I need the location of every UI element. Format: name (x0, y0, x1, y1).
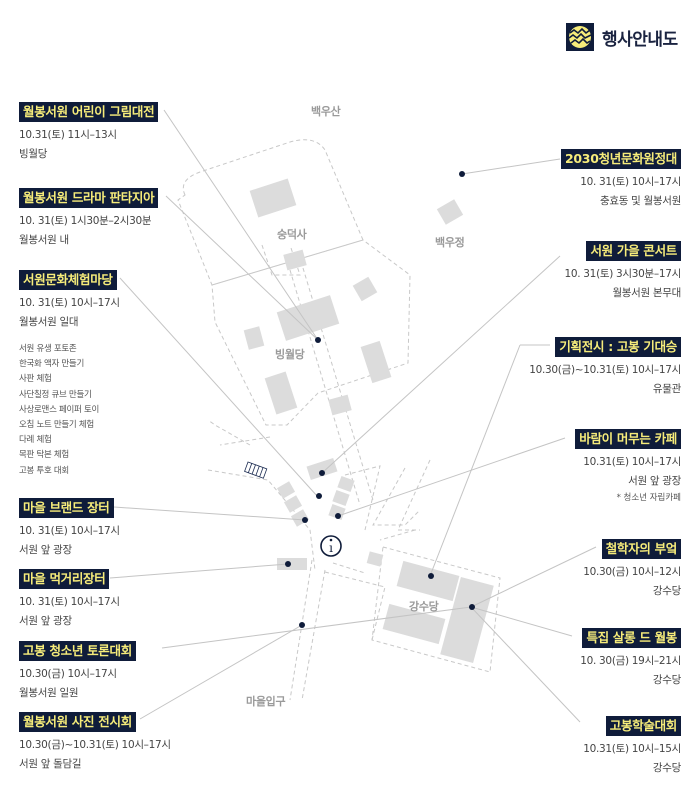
activity-item: 오침 노트 만들기 체험 (19, 420, 94, 431)
event-title: 월봉서원 사진 전시회 (19, 712, 136, 732)
location-marker-icon[interactable] (428, 573, 434, 579)
event-time: 10.30(금)~10.31(토) 10시–17시 (19, 739, 171, 751)
event-title: 마을 브랜드 장터 (19, 498, 114, 518)
event-title: 서원 가을 콘서트 (586, 241, 681, 261)
event-title: 월봉서원 드라마 판타지아 (19, 188, 159, 208)
event-location: 서원 앞 광장 (628, 475, 681, 487)
location-marker-icon[interactable] (285, 561, 291, 567)
event-title: 철학자의 부엌 (601, 539, 681, 559)
event-card[interactable]: 마을 브랜드 장터 10. 31(토) 10시–17시 서원 앞 광장 (19, 497, 120, 560)
event-card[interactable]: 월봉서원 어린이 그림대전 10.31(토) 11시–13시 빙월당 (19, 101, 159, 164)
activity-item: 목판 탁본 체험 (19, 450, 69, 461)
event-time: 10.31(토) 11시–13시 (19, 129, 117, 141)
event-location: 서원 앞 광장 (19, 615, 72, 627)
event-note: * 청소년 자립카페 (616, 493, 681, 503)
crosswalk-icon (244, 461, 268, 479)
event-card[interactable]: 월봉서원 드라마 판타지아 10. 31(토) 1시30분–2시30분 월봉서원… (19, 187, 159, 250)
activity-item: 서원 유생 포토존 (19, 344, 77, 354)
event-location: 강수당 (652, 762, 681, 774)
location-marker-icon[interactable] (299, 622, 305, 628)
event-card[interactable]: 특집 살롱 드 월봉 10. 30(금) 19시–21시 강수당 (580, 627, 681, 690)
place-label-baekujeong: 백우정 (435, 236, 465, 249)
activity-item: 다례 체험 (19, 435, 52, 446)
location-marker-icon[interactable] (469, 604, 475, 610)
svg-text:ı: ı (329, 541, 333, 555)
event-title: 특집 살롱 드 월봉 (582, 628, 681, 648)
event-time: 10. 31(토) 10시–17시 (19, 596, 120, 608)
event-card[interactable]: 2030청년문화원정대 10. 31(토) 10시–17시 충효동 및 월봉서원 (561, 148, 681, 211)
event-time: 10. 31(토) 1시30분–2시30분 (19, 215, 152, 227)
event-title: 기획전시 : 고봉 기대승 (555, 337, 681, 357)
event-guide-emblem-icon (566, 23, 594, 51)
activity-item: 고봉 투호 대회 (19, 465, 69, 476)
location-marker-icon[interactable] (319, 470, 325, 476)
place-label-bingwoldang: 빙월당 (275, 348, 305, 361)
activity-list: 서원 유생 포토존 한국화 액자 만들기 사판 체험 사단칠정 큐브 만들기 사… (19, 342, 120, 479)
leader-lines (109, 109, 597, 723)
event-title: 2030청년문화원정대 (561, 149, 681, 169)
event-location: 서원 앞 광장 (19, 544, 72, 556)
event-location: 유물관 (652, 383, 681, 395)
event-card[interactable]: 고봉 청소년 토론대회 10.30(금) 10시–17시 월봉서원 일원 (19, 640, 136, 703)
event-location: 강수당 (652, 585, 681, 597)
event-card[interactable]: 고봉학술대회 10.31(토) 10시–15시 강수당 (583, 715, 681, 778)
event-card[interactable]: 마을 먹거리장터 10. 31(토) 10시–17시 서원 앞 광장 (19, 568, 120, 631)
activity-item: 사단칠정 큐브 만들기 (19, 389, 92, 400)
place-label-sungdeoksa: 숭덕사 (277, 228, 307, 241)
activity-item: 사상로맨스 페이퍼 토이 (19, 404, 100, 415)
information-icon[interactable]: ı (320, 535, 342, 557)
location-marker-icon[interactable] (335, 513, 341, 519)
event-card[interactable]: 기획전시 : 고봉 기대승 10.30(금)~10.31(토) 10시–17시 … (529, 336, 681, 399)
event-location: 서원 앞 돌담길 (19, 758, 82, 770)
event-title: 고봉 청소년 토론대회 (19, 641, 136, 661)
event-time: 10.30(금)~10.31(토) 10시–17시 (529, 364, 681, 376)
event-time: 10.30(금) 10시–12시 (583, 566, 681, 578)
event-location: 충효동 및 월봉서원 (600, 195, 681, 207)
event-card[interactable]: 서원 가을 콘서트 10. 31(토) 3시30분–17시 월봉서원 본무대 (564, 240, 681, 303)
location-markers (285, 171, 475, 628)
event-location: 월봉서원 일대 (19, 316, 79, 328)
event-card[interactable]: 월봉서원 사진 전시회 10.30(금)~10.31(토) 10시–17시 서원… (19, 711, 171, 774)
event-title: 바람이 머무는 카페 (575, 429, 681, 449)
event-location: 강수당 (652, 674, 681, 686)
event-time: 10. 31(토) 10시–17시 (580, 176, 681, 188)
activity-item: 사판 체험 (19, 374, 52, 385)
header-logo: 행사안내도 (566, 23, 678, 51)
event-time: 10. 30(금) 19시–21시 (580, 655, 681, 667)
event-time: 10.31(토) 10시–15시 (583, 743, 681, 755)
activity-item: 한국화 액자 만들기 (19, 359, 84, 370)
event-card[interactable]: 바람이 머무는 카페 10.31(토) 10시–17시 서원 앞 광장 * 청소… (575, 428, 681, 505)
event-location: 월봉서원 본무대 (612, 287, 681, 299)
event-title: 서원문화체험마당 (19, 270, 117, 290)
page-title: 행사안내도 (602, 29, 678, 50)
location-marker-icon[interactable] (459, 171, 465, 177)
event-card[interactable]: 철학자의 부엌 10.30(금) 10시–12시 강수당 (583, 538, 681, 601)
event-location: 월봉서원 내 (19, 234, 69, 246)
event-title: 고봉학술대회 (605, 716, 681, 736)
event-card[interactable]: 서원문화체험마당 10. 31(토) 10시–17시 월봉서원 일대 서원 유생… (19, 269, 120, 479)
place-label-baekusan: 백우산 (311, 105, 341, 118)
location-marker-icon[interactable] (302, 517, 308, 523)
event-time: 10.31(토) 10시–17시 (583, 456, 681, 468)
event-time: 10.30(금) 10시–17시 (19, 668, 117, 680)
location-marker-icon[interactable] (316, 493, 322, 499)
event-time: 10. 31(토) 3시30분–17시 (564, 268, 681, 280)
event-title: 월봉서원 어린이 그림대전 (19, 102, 159, 122)
place-label-gangsudang: 강수당 (409, 600, 439, 613)
place-label-village-entrance: 마을입구 (246, 695, 286, 708)
event-title: 마을 먹거리장터 (19, 569, 110, 589)
event-time: 10. 31(토) 10시–17시 (19, 525, 120, 537)
event-location: 월봉서원 일원 (19, 687, 79, 699)
location-marker-icon[interactable] (315, 337, 321, 343)
event-time: 10. 31(토) 10시–17시 (19, 297, 120, 309)
event-location: 빙월당 (19, 148, 48, 160)
buildings (243, 178, 494, 664)
